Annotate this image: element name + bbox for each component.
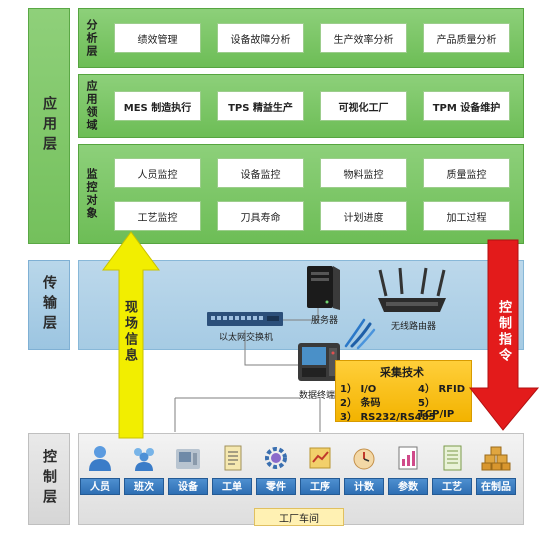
row-title-monitor: 监控对象 bbox=[85, 168, 98, 220]
up-arrow-label: 现场信息 bbox=[122, 300, 137, 364]
cell-material: 物料监控 bbox=[320, 158, 407, 188]
cell-visual-factory: 可视化工厂 bbox=[320, 91, 407, 121]
collection-tech-box: 采集技术 1） I/O 4） RFID 2） 条码 5） TCP/IP 3） R… bbox=[335, 360, 472, 423]
up-arrow bbox=[102, 231, 160, 439]
down-arrow bbox=[468, 239, 540, 431]
device-label: 计数 bbox=[344, 478, 384, 495]
cell-tool-life: 刀具寿命 bbox=[217, 201, 304, 231]
device-label: 零件 bbox=[256, 478, 296, 495]
analysis-row: 分析层 绩效管理 设备故障分析 生产效率分析 产品质量分析 bbox=[78, 8, 524, 68]
control-layer-label: 控制层 bbox=[28, 433, 70, 525]
boxes-icon bbox=[481, 446, 511, 471]
collection-item-rfid: 4） RFID bbox=[418, 384, 465, 395]
device-label: 班次 bbox=[124, 478, 164, 495]
device-label: 工艺 bbox=[432, 478, 472, 495]
device-counter: 计数 bbox=[344, 445, 384, 495]
machine-icon bbox=[176, 449, 200, 469]
device-label: 参数 bbox=[388, 478, 428, 495]
device-work-order: 工单 bbox=[212, 445, 252, 495]
cell-fault-analysis: 设备故障分析 bbox=[217, 23, 304, 53]
collection-title: 采集技术 bbox=[380, 366, 424, 379]
cell-performance: 绩效管理 bbox=[114, 23, 201, 53]
device-label: 工单 bbox=[212, 478, 252, 495]
counter-icon bbox=[353, 448, 375, 470]
cell-machining: 加工过程 bbox=[423, 201, 510, 231]
cell-quality-analysis: 产品质量分析 bbox=[423, 23, 510, 53]
row-title-analysis: 分析层 bbox=[85, 18, 98, 58]
monitor-row: 监控对象 人员监控 设备监控 物料监控 质量监控 工艺监控 刀具寿命 计划进度 … bbox=[78, 144, 524, 244]
device-team: 班次 bbox=[124, 445, 164, 495]
router-icon bbox=[378, 267, 446, 312]
process-icon bbox=[309, 447, 331, 469]
device-wip: 在制品 bbox=[476, 445, 516, 495]
switch-label: 以太网交换机 bbox=[219, 333, 274, 343]
device-label: 设备 bbox=[168, 478, 208, 495]
down-arrow-label: 控制指令 bbox=[496, 300, 511, 364]
router-label: 无线路由器 bbox=[391, 322, 437, 332]
cell-personnel: 人员监控 bbox=[114, 158, 201, 188]
cell-process: 工艺监控 bbox=[114, 201, 201, 231]
collection-item-rs232: 3） RS232/RS485 bbox=[340, 412, 436, 423]
cell-mes: MES 制造执行 bbox=[114, 91, 201, 121]
notebook-icon bbox=[443, 445, 462, 471]
domain-row: 应用领域 MES 制造执行 TPS 精益生产 可视化工厂 TPM 设备维护 bbox=[78, 74, 524, 138]
transport-layer-label: 传输层 bbox=[28, 260, 70, 350]
collection-item-barcode: 2） 条码 bbox=[340, 398, 381, 409]
device-parameter: 参数 bbox=[388, 445, 428, 495]
device-craft: 工艺 bbox=[432, 445, 472, 495]
cell-efficiency: 生产效率分析 bbox=[320, 23, 407, 53]
terminal-label: 数据终端 bbox=[299, 391, 336, 401]
gear-icon bbox=[265, 447, 287, 469]
chart-icon bbox=[398, 446, 418, 470]
cell-quality: 质量监控 bbox=[423, 158, 510, 188]
device-label: 在制品 bbox=[476, 478, 516, 495]
cell-tps: TPS 精益生产 bbox=[217, 91, 304, 121]
application-layer-label: 应用层 bbox=[28, 8, 70, 244]
person-icon bbox=[89, 446, 111, 471]
cell-equipment: 设备监控 bbox=[217, 158, 304, 188]
collection-item-io: 1） I/O bbox=[340, 384, 377, 395]
server-label: 服务器 bbox=[311, 316, 339, 326]
device-person: 人员 bbox=[80, 445, 120, 495]
wireless-signal-icon bbox=[344, 318, 376, 350]
cell-tpm: TPM 设备维护 bbox=[423, 91, 510, 121]
device-machine: 设备 bbox=[168, 445, 208, 495]
server-icon bbox=[307, 266, 340, 310]
collection-item-tcpip: 5） TCP/IP bbox=[418, 398, 455, 420]
device-label: 人员 bbox=[80, 478, 120, 495]
device-process: 工序 bbox=[300, 445, 340, 495]
device-label: 工序 bbox=[300, 478, 340, 495]
device-part: 零件 bbox=[256, 445, 296, 495]
data-terminal-icon bbox=[298, 343, 340, 381]
factory-label: 工厂车间 bbox=[254, 508, 344, 526]
cell-plan-progress: 计划进度 bbox=[320, 201, 407, 231]
ethernet-switch-icon bbox=[207, 312, 283, 326]
row-title-domain: 应用领域 bbox=[85, 80, 98, 132]
document-icon bbox=[224, 445, 242, 471]
team-icon bbox=[134, 448, 154, 471]
